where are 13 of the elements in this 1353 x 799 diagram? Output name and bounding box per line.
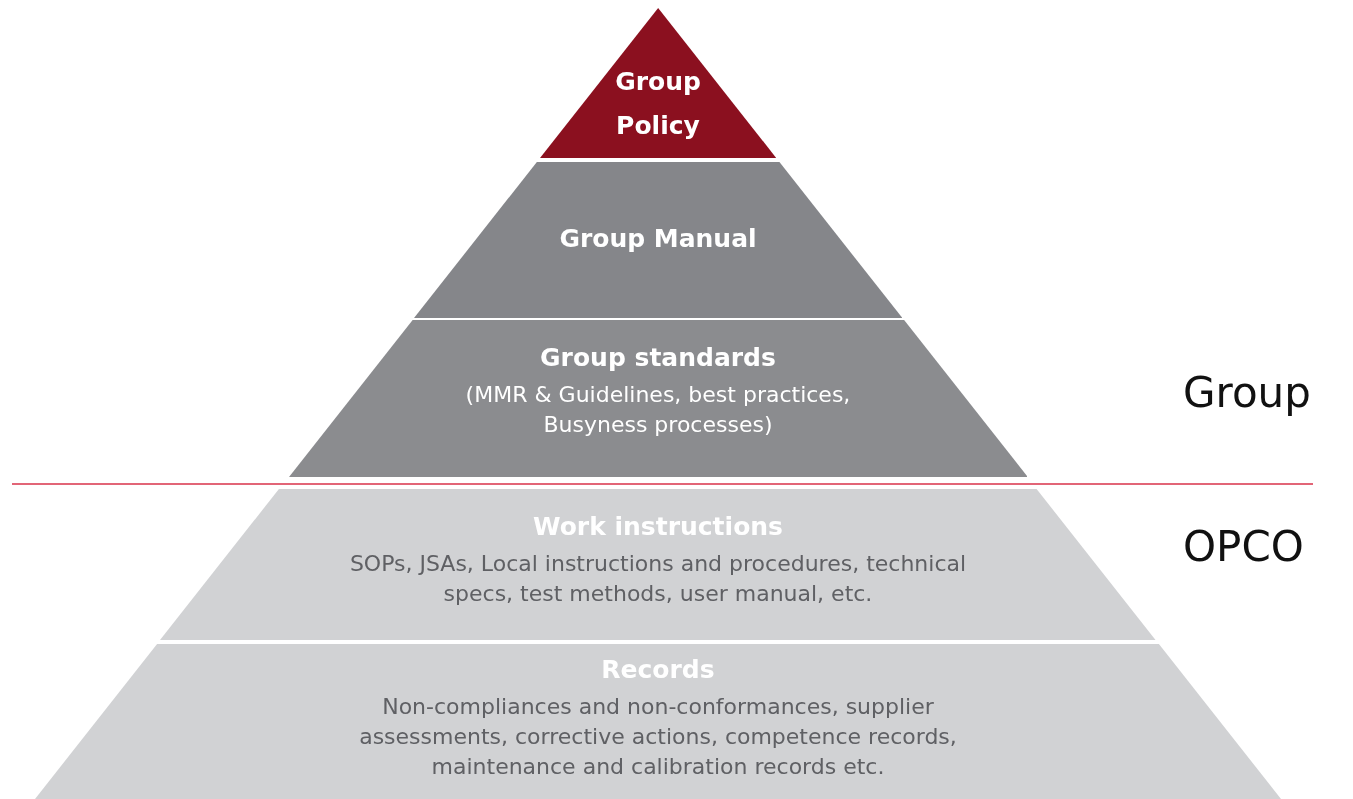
tier-description: SOPs, JSAs, Local instructions and procedures, technical specs, test methods, user manual, etc.	[348, 550, 968, 608]
pyramid-tier	[160, 489, 1156, 640]
pyramid-tier	[413, 162, 903, 318]
pyramid-tier	[35, 644, 1281, 799]
level-label: OPCO	[1183, 522, 1304, 571]
tier-description: Non-compliances and non-conformances, supplier assessments, corrective actions, competence records, maintenance and calibration records etc.	[358, 693, 958, 781]
pyramid-apex	[539, 8, 777, 158]
tier-title: Group standards	[540, 342, 776, 374]
pyramid-tier	[288, 320, 1028, 477]
tier-description: (MMR & Guidelines, best practices, Busyness processes)	[464, 381, 852, 439]
tier-title: Group Manual	[559, 223, 757, 255]
tier-title: Group Policy	[614, 66, 702, 142]
level-label: Group	[1183, 368, 1311, 417]
